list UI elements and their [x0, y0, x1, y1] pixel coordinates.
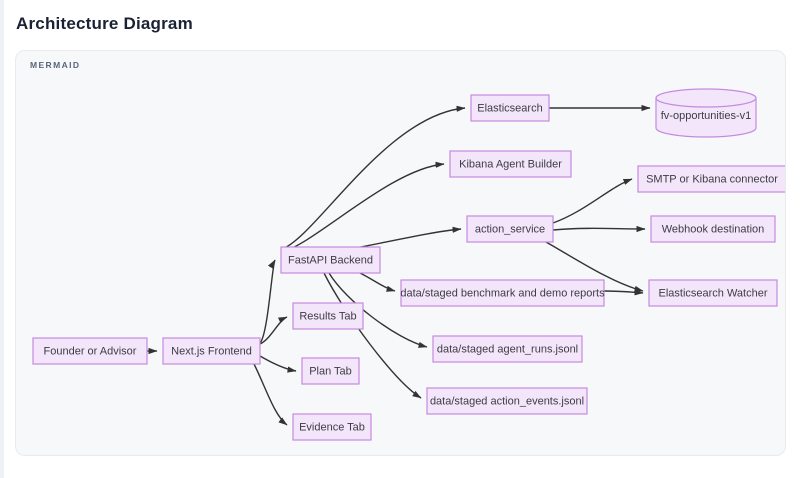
diagram-edge-backend-to-agent_runs [328, 272, 428, 348]
node-box [162, 337, 261, 365]
node-label: Webhook destination [662, 223, 765, 235]
cylinder-top-icon [655, 88, 757, 108]
node-box [650, 215, 776, 243]
diagram-node-agent_runs[interactable]: data/staged agent_runs.jsonl [432, 335, 583, 363]
diagram-edge-backend-to-kibana [281, 161, 445, 253]
diagram-edge-backend-to-benchmark [359, 272, 396, 292]
node-label: data/staged action_events.jsonl [430, 395, 584, 407]
diagram-edge-frontend-to-results_tab [259, 316, 288, 345]
node-label: data/staged agent_runs.jsonl [437, 343, 578, 355]
diagram-node-kibana[interactable]: Kibana Agent Builder [449, 150, 572, 178]
diagram-node-evidence_tab[interactable]: Evidence Tab [292, 413, 372, 441]
node-box [426, 387, 588, 415]
diagram-edge-benchmark-to-watcher [603, 289, 644, 296]
node-label: Results Tab [299, 310, 356, 322]
diagram-edge-backend-to-action_events [323, 272, 422, 399]
diagram-edge-backend-to-elasticsearch [281, 105, 466, 250]
diagram-node-action_service[interactable]: action_service [466, 215, 554, 243]
node-label: Founder or Advisor [44, 345, 137, 357]
diagram-edge-frontend-to-backend [259, 259, 276, 344]
node-label: FastAPI Backend [288, 254, 373, 266]
diagram-edge-frontend-to-evidence_tab [253, 363, 288, 426]
node-box [280, 246, 381, 274]
diagram-format-label: MERMAID [30, 60, 81, 70]
node-box [466, 215, 554, 243]
diagram-node-action_events[interactable]: data/staged action_events.jsonl [426, 387, 588, 415]
node-label: Kibana Agent Builder [459, 158, 562, 170]
node-box [292, 413, 372, 441]
diagram-edge-action_service-to-watcher [545, 241, 644, 292]
node-box [470, 94, 550, 122]
diagram-edge-action_service-to-smtp [552, 178, 633, 224]
diagram-node-frontend[interactable]: Next.js Frontend [162, 337, 261, 365]
node-label: Evidence Tab [299, 421, 365, 433]
diagram-node-founder[interactable]: Founder or Advisor [32, 337, 148, 365]
node-label: data/staged benchmark and demo reports [400, 287, 605, 299]
node-box [432, 335, 583, 363]
diagram-node-plan_tab[interactable]: Plan Tab [301, 357, 360, 385]
node-label: action_service [475, 223, 545, 235]
diagram-node-benchmark[interactable]: data/staged benchmark and demo reports [400, 279, 605, 307]
node-label: SMTP or Kibana connector [646, 173, 778, 185]
architecture-diagram-svg: Founder or Advisor Next.js Frontend FastAP… [32, 88, 786, 441]
diagram-node-watcher[interactable]: Elasticsearch Watcher [648, 279, 778, 307]
diagram-card: MERMAID Founder or Advisor Next.js Fronte… [15, 50, 786, 456]
diagram-node-index[interactable]: fv-opportunities-v1 [655, 88, 757, 138]
node-box [32, 337, 148, 365]
node-box [637, 165, 785, 193]
node-box [648, 279, 778, 307]
diagram-edge-frontend-to-plan_tab [259, 355, 297, 373]
node-box [301, 357, 360, 385]
cylinder-body-icon [655, 97, 757, 138]
node-box [292, 302, 364, 330]
diagram-edge-action_service-to-webhook [552, 225, 646, 233]
node-label: Next.js Frontend [171, 345, 252, 357]
diagram-node-backend[interactable]: FastAPI Backend [280, 246, 381, 274]
diagram-node-smtp[interactable]: SMTP or Kibana connector [637, 165, 786, 193]
node-box [449, 150, 572, 178]
node-label: fv-opportunities-v1 [661, 110, 752, 122]
page-left-rail [0, 0, 4, 478]
node-box [400, 279, 605, 307]
diagram-nodes: Founder or Advisor Next.js Frontend FastAP… [32, 88, 786, 441]
diagram-node-webhook[interactable]: Webhook destination [650, 215, 776, 243]
diagram-edges [147, 104, 651, 426]
diagram-node-elasticsearch[interactable]: Elasticsearch [470, 94, 550, 122]
node-label: Elasticsearch [477, 102, 542, 114]
node-label: Elasticsearch Watcher [658, 287, 767, 299]
diagram-node-results_tab[interactable]: Results Tab [292, 302, 364, 330]
node-label: Plan Tab [309, 365, 352, 377]
page-title: Architecture Diagram [16, 14, 193, 33]
